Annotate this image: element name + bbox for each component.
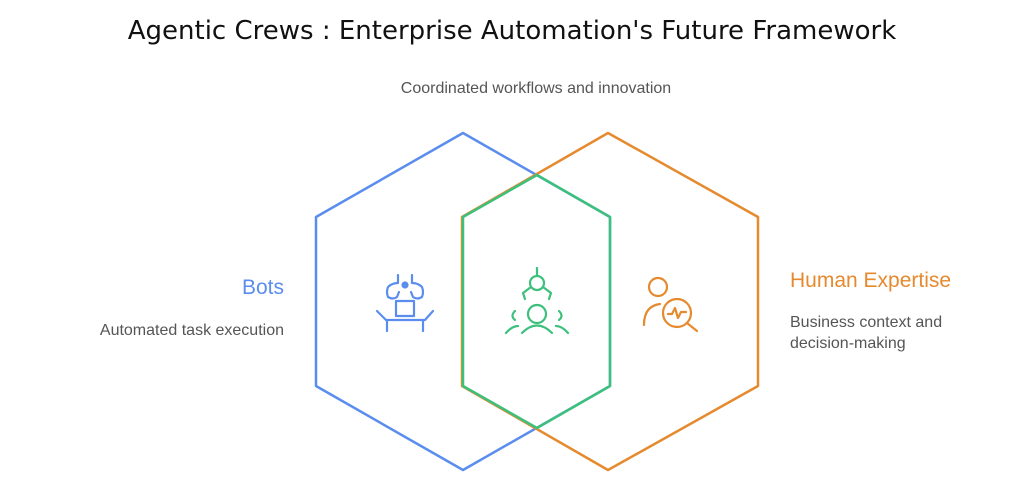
diagram-title: Agentic Crews : Enterprise Automation's … (127, 16, 897, 46)
overlap-label: Coordinated workflows and innovation (400, 80, 672, 97)
robot-arm-team-icon (504, 266, 570, 335)
human-heading: Human Expertise (790, 269, 952, 292)
robot-icon (375, 273, 435, 333)
bots-description: Automated task execution (99, 322, 284, 339)
overlap-hexagon (461, 173, 612, 430)
human-description: Business context and decision-making (790, 314, 943, 352)
bots-heading: Bots (241, 276, 284, 299)
person-analysis-icon (642, 276, 699, 333)
